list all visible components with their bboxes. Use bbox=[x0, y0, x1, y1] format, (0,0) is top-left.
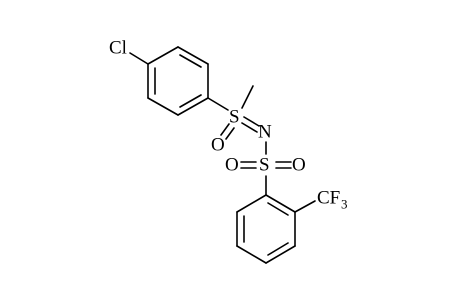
sulfoximine-sulfur-label: S bbox=[229, 107, 240, 128]
chlorine-atom-label: Cl bbox=[109, 38, 127, 59]
sulfoximine-oxygen-label: O bbox=[211, 135, 225, 156]
trifluoromethylphenyl-ring bbox=[236, 194, 296, 264]
ring-to-cf3-bond bbox=[294, 200, 316, 213]
sulfonyl-left-oxygen-label: O bbox=[225, 155, 239, 176]
chlorophenyl-ring bbox=[147, 46, 209, 116]
ring2-bond-bottom-right bbox=[265, 245, 296, 264]
ring1-inner-double-1 bbox=[179, 54, 202, 68]
ring2-inner-double-3 bbox=[267, 202, 289, 216]
sulfonyl-sulfur-label: S bbox=[259, 155, 270, 176]
bond-ring-to-sulfoximine-sulfur bbox=[207, 97, 229, 111]
ring2-bond-top-right bbox=[265, 194, 296, 213]
methyl-bond bbox=[241, 85, 254, 109]
ring2-inner-double-2 bbox=[267, 242, 289, 256]
ring2-bond-top-left bbox=[236, 194, 267, 213]
sulfur-nitrogen-double-bond-a bbox=[243, 116, 260, 127]
sulfonyl-right-oxygen-label: O bbox=[292, 155, 306, 176]
ring2-bond-bottom-left bbox=[236, 245, 267, 264]
nitrogen-atom-label: N bbox=[258, 122, 272, 143]
ring1-bond-bottom-right bbox=[177, 97, 209, 116]
ring1-bond-bottom-left bbox=[147, 97, 179, 116]
sulfoximine-oxygen-double-bond-b bbox=[225, 127, 235, 140]
sulfur-nitrogen-double-bond-b bbox=[241, 122, 258, 133]
bond-ring-to-chlorine bbox=[129, 52, 149, 65]
ring1-bond-top-left bbox=[147, 46, 179, 65]
sulfoximine-oxygen-double-bond-a bbox=[220, 123, 230, 136]
cf3-label: CF bbox=[317, 188, 340, 209]
cf3-subscript-label: 3 bbox=[341, 197, 348, 212]
ring1-inner-double-2 bbox=[179, 94, 202, 108]
ring1-bond-top-right bbox=[177, 46, 209, 65]
